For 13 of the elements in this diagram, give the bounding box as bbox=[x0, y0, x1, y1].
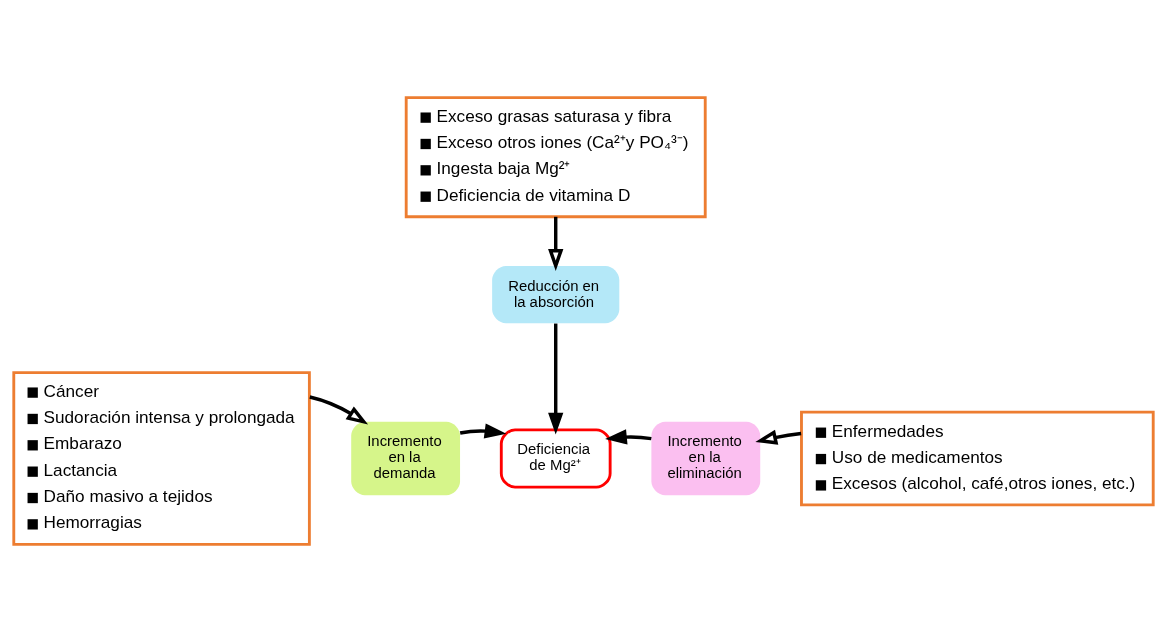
arrow bbox=[309, 394, 369, 425]
node-box: Exceso grasas saturasa y fibra Exceso otros iones (Ca²⁺y PO₄³⁻) Ingesta baja Mg²⁺ Deficiencia de vitamina D bbox=[404, 95, 707, 218]
node-box: Incremento en la demanda bbox=[351, 421, 461, 495]
arrow bbox=[548, 216, 564, 271]
arrow bbox=[548, 323, 564, 435]
node-box: Incremento en la eliminación bbox=[651, 421, 761, 495]
arrow bbox=[459, 422, 507, 439]
arrow bbox=[755, 429, 802, 445]
node-box: Cáncer Sudoración intensa y prolongada Embarazo Lactancia Daño masivo a tejidos Hemorragias bbox=[12, 370, 311, 546]
arrow bbox=[605, 428, 652, 445]
node-box: Reducción en la absorción bbox=[492, 265, 620, 323]
node-box: Enfermedades Uso de medicamentos Excesos (alcohol, café,otros iones, etc.) bbox=[800, 410, 1155, 506]
node-box: Deficiencia de Mg²⁺ bbox=[499, 427, 612, 489]
